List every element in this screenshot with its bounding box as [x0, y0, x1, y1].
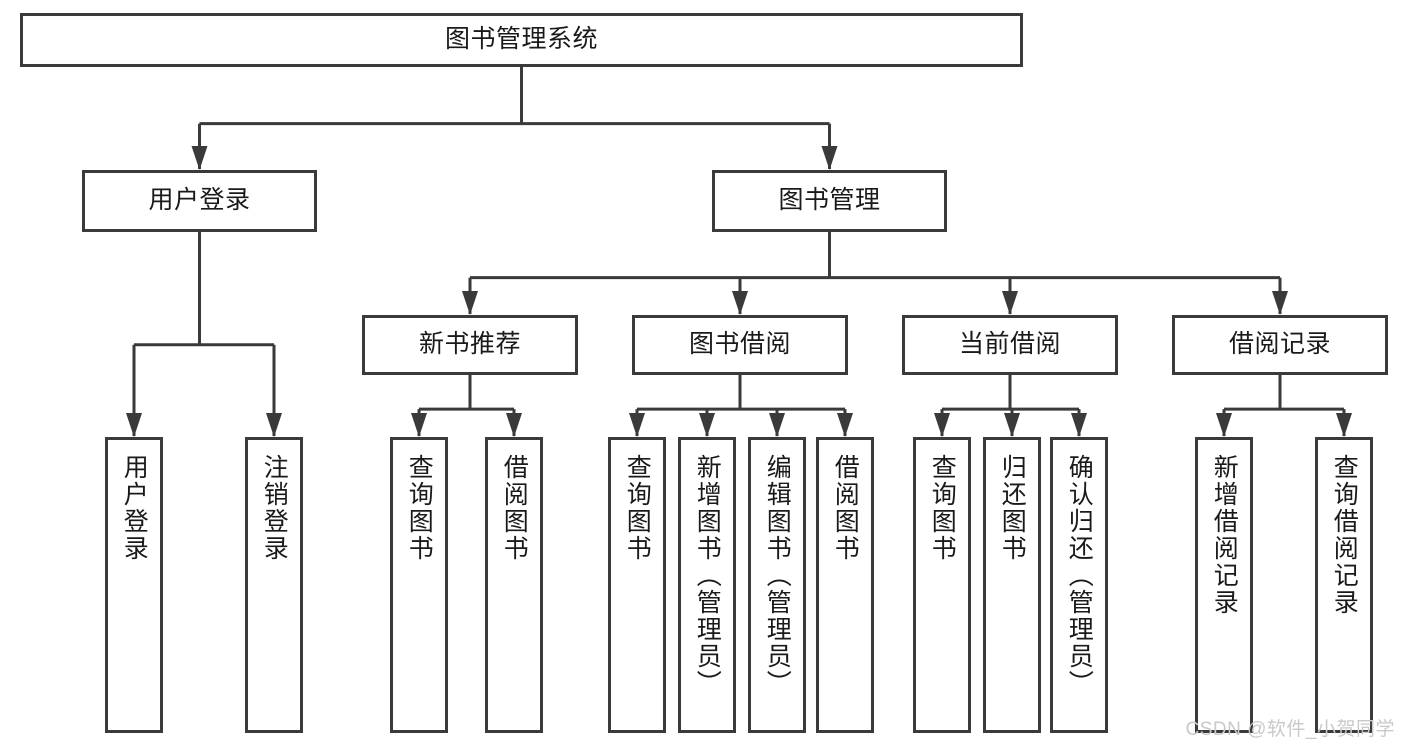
arrowhead-icon [126, 413, 142, 437]
arrowhead-icon [1004, 413, 1020, 437]
arrowhead-icon [629, 413, 645, 437]
arrowhead-icon [769, 413, 785, 437]
node-label: 新增借阅记录 [1210, 454, 1239, 616]
arrowhead-icon [266, 413, 282, 437]
node-leaf-bor-1[interactable]: 查询图书 [608, 437, 666, 733]
node-label: 查询图书 [928, 454, 957, 562]
node-label: 借阅图书 [500, 454, 529, 562]
node-records[interactable]: 借阅记录 [1172, 315, 1388, 375]
arrowhead-icon [191, 146, 208, 170]
node-leaf-new-2[interactable]: 借阅图书 [485, 437, 543, 733]
node-label: 归还图书 [998, 454, 1027, 562]
node-label: 用户登录 [148, 186, 251, 215]
node-borrow[interactable]: 图书借阅 [632, 315, 848, 375]
node-leaf-login-2[interactable]: 注销登录 [245, 437, 303, 733]
node-newbook[interactable]: 新书推荐 [362, 315, 578, 375]
arrowhead-icon [837, 413, 853, 437]
node-label: 图书管理 [778, 186, 881, 215]
node-leaf-new-1[interactable]: 查询图书 [390, 437, 448, 733]
node-label: 确认归还（管理员） [1065, 454, 1094, 697]
arrowhead-icon [462, 291, 478, 315]
node-label: 查询借阅记录 [1330, 454, 1359, 616]
node-current[interactable]: 当前借阅 [902, 315, 1118, 375]
arrowhead-icon [1071, 413, 1087, 437]
node-leaf-bor-2[interactable]: 新增图书（管理员） [678, 437, 736, 733]
node-leaf-cur-1[interactable]: 查询图书 [913, 437, 971, 733]
node-label: 查询图书 [623, 454, 652, 562]
node-leaf-rec-2[interactable]: 查询借阅记录 [1315, 437, 1373, 733]
node-leaf-cur-3[interactable]: 确认归还（管理员） [1050, 437, 1108, 733]
arrowhead-icon [1272, 291, 1288, 315]
node-label: 编辑图书（管理员） [763, 454, 792, 697]
node-leaf-rec-1[interactable]: 新增借阅记录 [1195, 437, 1253, 733]
arrowhead-icon [1216, 413, 1232, 437]
node-label: 查询图书 [405, 454, 434, 562]
arrowhead-icon [821, 146, 838, 170]
node-label: 当前借阅 [958, 330, 1061, 359]
node-login[interactable]: 用户登录 [82, 170, 317, 232]
node-leaf-bor-4[interactable]: 借阅图书 [816, 437, 874, 733]
node-label: 借阅图书 [831, 454, 860, 562]
node-label: 新增图书（管理员） [693, 454, 722, 697]
arrowhead-icon [411, 413, 427, 437]
node-label: 图书借阅 [688, 330, 791, 359]
node-label: 新书推荐 [418, 330, 521, 359]
arrowhead-icon [699, 413, 715, 437]
arrowhead-icon [1336, 413, 1352, 437]
node-leaf-login-1[interactable]: 用户登录 [105, 437, 163, 733]
node-label: 图书管理系统 [444, 25, 598, 54]
node-label: 借阅记录 [1228, 330, 1331, 359]
arrowhead-icon [934, 413, 950, 437]
node-leaf-cur-2[interactable]: 归还图书 [983, 437, 1041, 733]
node-leaf-bor-3[interactable]: 编辑图书（管理员） [748, 437, 806, 733]
node-label: 注销登录 [260, 454, 289, 562]
node-bookmgmt[interactable]: 图书管理 [712, 170, 947, 232]
arrowhead-icon [1002, 291, 1018, 315]
node-root[interactable]: 图书管理系统 [20, 13, 1023, 67]
node-label: 用户登录 [120, 454, 149, 562]
arrowhead-icon [506, 413, 522, 437]
arrowhead-icon [732, 291, 748, 315]
